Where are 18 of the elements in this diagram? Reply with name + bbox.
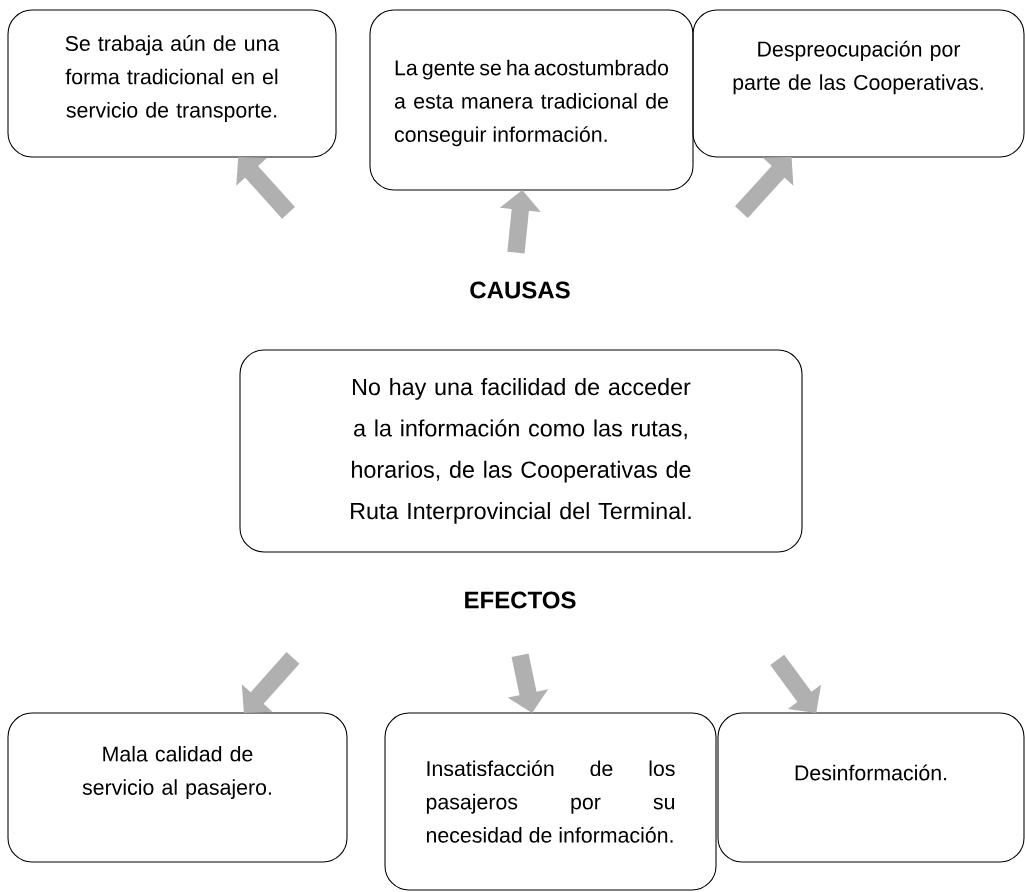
rounded-box	[239, 349, 803, 553]
box-text: Despreocupación por parte de las Cooperativas.	[733, 40, 983, 95]
rounded-box	[369, 9, 694, 191]
rounded-box	[7, 712, 348, 863]
block-arrow	[236, 157, 295, 219]
rounded-box	[384, 712, 717, 891]
heading: CAUSAS	[470, 281, 570, 299]
box-text: Se trabaja aún de una forma tradicional en el servicio de transporte.	[65, 35, 280, 122]
heading: EFECTOS	[465, 591, 576, 609]
rounded-box	[7, 9, 337, 158]
box-text: La gente se ha acostumbrado a esta manera tradicional de conseguir información.	[394, 59, 669, 147]
block-arrow	[770, 654, 822, 713]
rounded-box	[717, 712, 1025, 863]
box-text: No hay una facilidad de acceder a la información como las rutas, horarios, de las Cooperativas de Ruta Interprovincial del Terminal.	[351, 378, 691, 524]
box-text: Mala calidad de servicio al pasajero.	[82, 745, 271, 800]
box-text: Desinformación.	[795, 764, 947, 781]
box-text: Insatisfacción de los pasajeros por su necesidad de información.	[426, 760, 675, 843]
rounded-box	[692, 9, 1025, 158]
